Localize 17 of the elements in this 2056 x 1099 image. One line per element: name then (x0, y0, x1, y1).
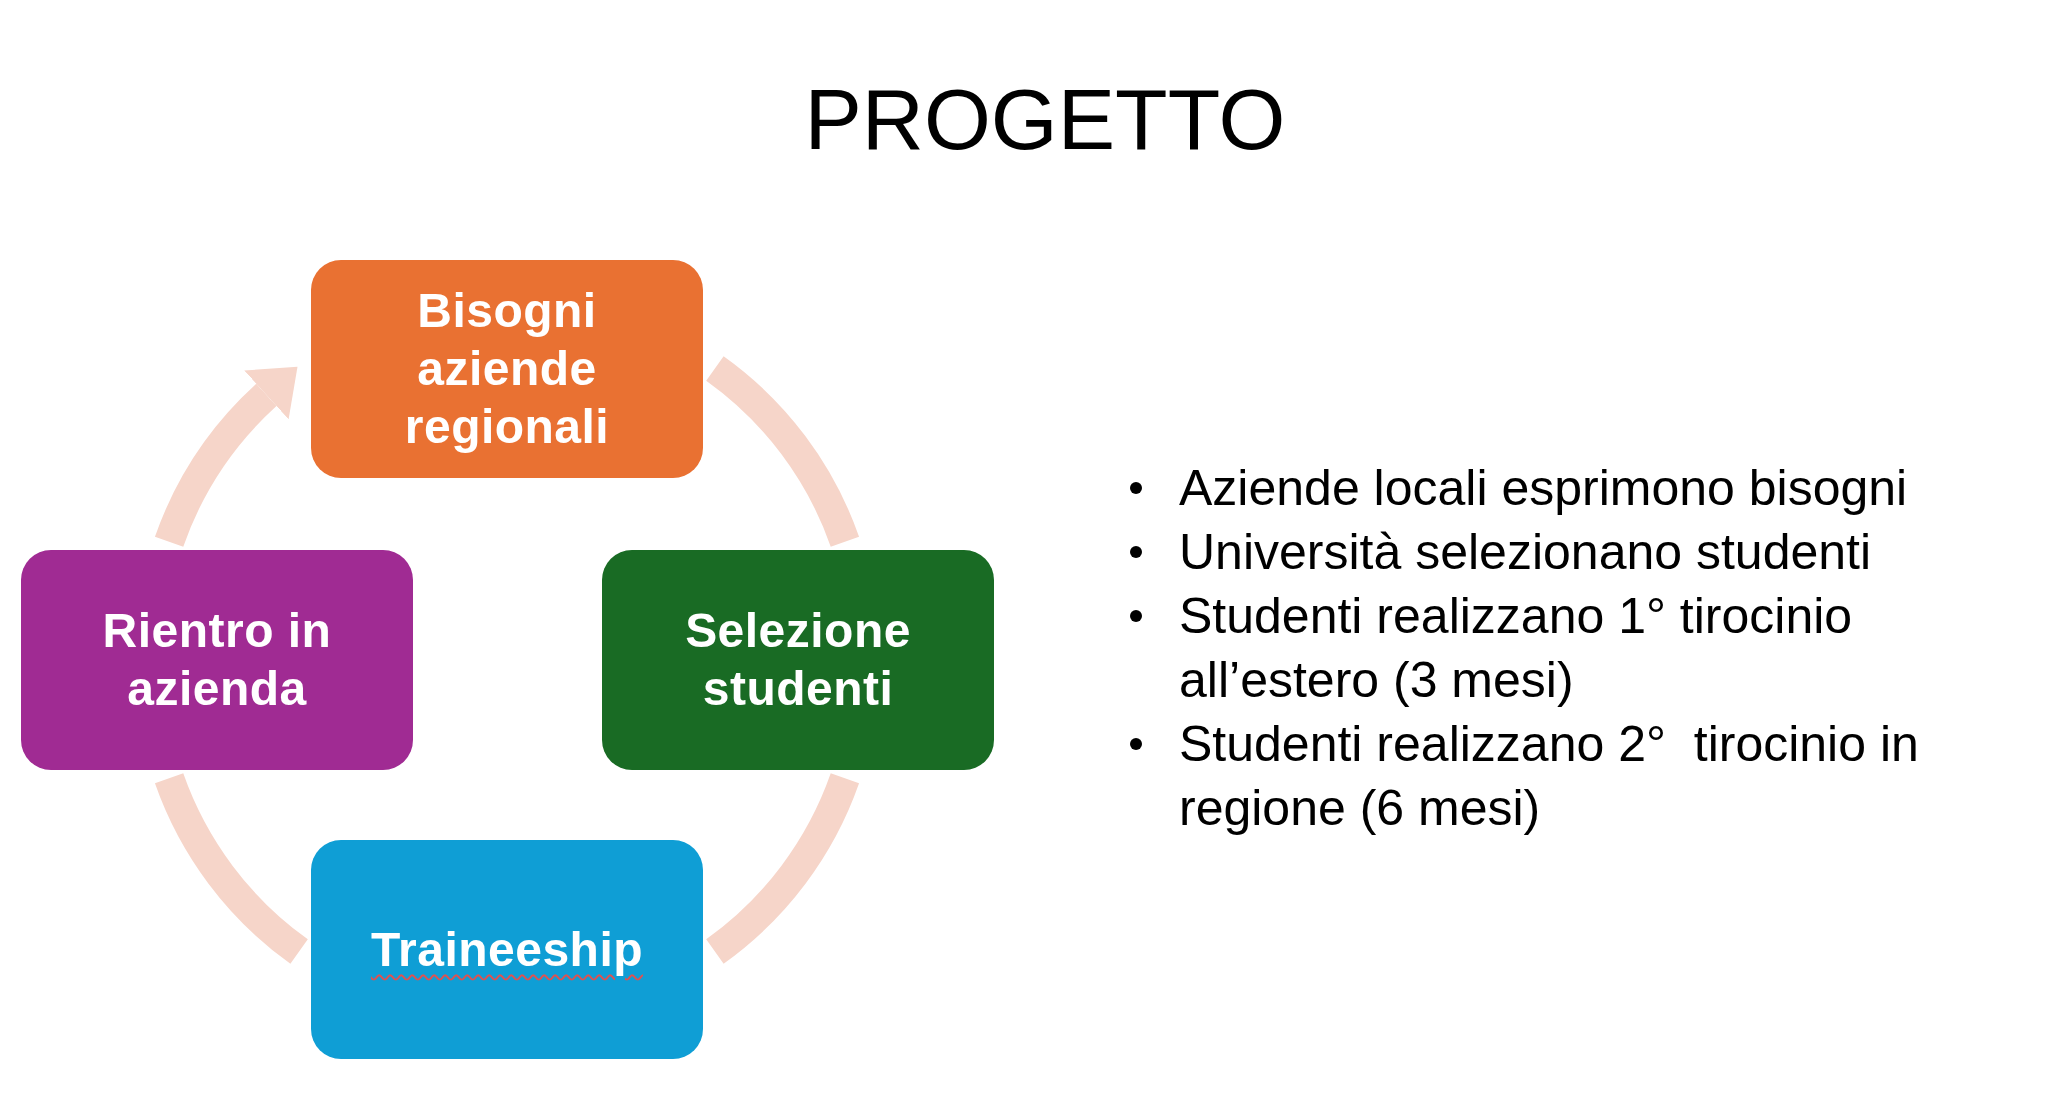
process-box (602, 550, 994, 770)
step-label: Bisogni aziende regionali (403, 283, 611, 455)
bullet-text: Studenti realizzano 2° tirocinio in regione (6 mesi) (1179, 715, 1920, 838)
curved-connector (705, 772, 859, 964)
process-box (311, 260, 703, 478)
bullet-text: Università selezionano studenti (1179, 523, 1873, 582)
bullet-text: Studenti realizzano 1° tirocinio all’estero (3 mesi) (1179, 587, 1854, 710)
curved-connector (155, 772, 309, 964)
curved-arrow (155, 364, 296, 548)
bullet-text: Aziende locali esprimono bisogni (1179, 459, 1909, 518)
process-box (311, 840, 703, 1059)
step-label: Rientro in azienda (101, 603, 333, 717)
step-label: Traineeship (370, 921, 643, 978)
curved-connector (705, 356, 859, 548)
process-box (21, 550, 413, 770)
step-label: Selezione studenti (684, 603, 912, 717)
slide-title: PROGETTO (804, 76, 1286, 162)
